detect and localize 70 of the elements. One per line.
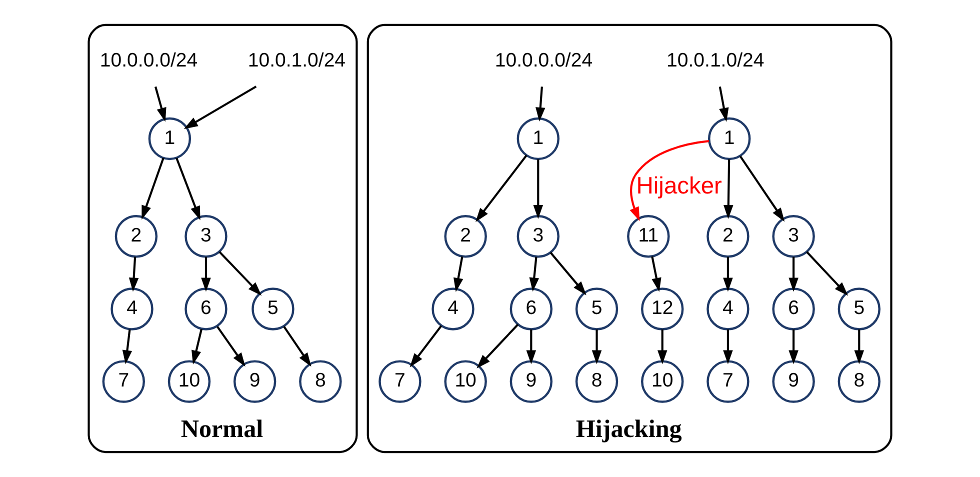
arrow (739, 156, 785, 222)
edge-label: Hijacker (636, 173, 722, 200)
node-circle: 12 (641, 288, 684, 330)
node-circle: 2 (114, 215, 158, 258)
node-circle: 2 (444, 215, 487, 258)
node-circle: 7 (378, 360, 422, 403)
arrow (788, 256, 798, 292)
node-circle: 2 (706, 215, 750, 258)
node-circle: 4 (432, 288, 474, 330)
arrow (142, 158, 164, 220)
arrow (192, 328, 202, 364)
node-circle: 11 (627, 215, 670, 258)
node-circle: 10 (168, 360, 211, 403)
arrow (536, 86, 546, 122)
node-circle: 10 (641, 360, 684, 403)
node-circle: 5 (252, 288, 294, 330)
arrow (806, 251, 848, 296)
arrow (533, 159, 544, 219)
node-circle: 10 (444, 360, 487, 403)
arrow (218, 251, 262, 296)
arrow (657, 329, 668, 364)
node-circle: 6 (184, 288, 228, 330)
node-circle: 7 (706, 360, 750, 403)
node-circle: 3 (772, 215, 815, 258)
node-circle: 9 (510, 360, 553, 403)
arrow (526, 329, 536, 364)
node-text: 10.0.0.0/24 (494, 49, 593, 72)
arrow (128, 256, 139, 292)
node-circle: 6 (510, 288, 553, 330)
arrow (410, 325, 442, 368)
node-circle: 1 (708, 117, 751, 160)
node-circle: 3 (516, 215, 560, 258)
node-circle: 8 (299, 360, 342, 403)
node-circle: 1 (148, 117, 192, 160)
arrow (718, 86, 729, 122)
arrow (283, 326, 312, 367)
node-circle: 8 (575, 360, 618, 403)
arrow (630, 140, 710, 222)
arrow (854, 329, 864, 364)
node-circle: 5 (575, 288, 618, 330)
arrow (723, 329, 733, 364)
arrow (592, 329, 602, 364)
arrow (216, 326, 246, 367)
arrow (788, 329, 798, 364)
node-circle: 8 (838, 360, 880, 403)
node-circle: 1 (516, 117, 560, 160)
arrow (550, 252, 586, 296)
node-text: 10.0.1.0/24 (248, 49, 346, 72)
arrow (176, 158, 200, 220)
arrow (529, 256, 540, 292)
node-circle: 6 (772, 288, 815, 330)
node-circle: 7 (102, 360, 145, 403)
arrow (201, 256, 211, 292)
node-text: 10.0.1.0/24 (666, 49, 764, 72)
node-circle: 5 (838, 288, 880, 330)
arrow (154, 86, 166, 122)
node-circle: 9 (233, 360, 276, 403)
arrow (476, 324, 519, 368)
arrow (454, 256, 464, 292)
arrow (651, 256, 662, 292)
arrow (122, 329, 132, 364)
node-circle: 9 (772, 360, 815, 403)
node-circle: 4 (110, 288, 154, 330)
node-circle: 4 (706, 288, 750, 330)
arrow (724, 159, 734, 220)
arrow (476, 154, 528, 222)
arrow (723, 256, 733, 292)
node-text: 10.0.0.0/24 (100, 49, 198, 72)
arrow (184, 86, 257, 129)
node-circle: 3 (184, 215, 228, 258)
